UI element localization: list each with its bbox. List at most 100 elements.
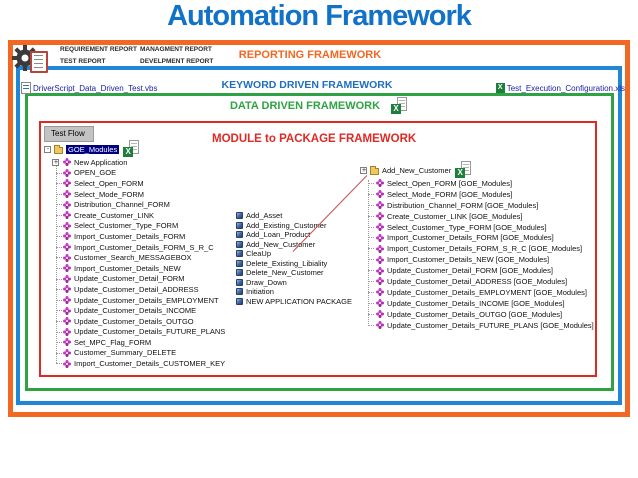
tree-item[interactable]: Create_Customer_LINK [GOE_Modules] xyxy=(360,211,596,222)
tree-item-label: Select_Open_FORM xyxy=(74,178,144,188)
tree-item[interactable]: Select_Open_FORM [GOE_Modules] xyxy=(360,178,596,189)
tree-item[interactable]: Select_Customer_Type_FORM [GOE_Modules] xyxy=(360,222,596,233)
action-icon xyxy=(62,190,71,199)
tree-item[interactable]: Update_Customer_Details_EMPLOYMENT xyxy=(44,295,276,306)
action-icon xyxy=(62,285,71,294)
tree-item[interactable]: Update_Customer_Details_OUTGO [GOE_Modul… xyxy=(360,309,596,320)
tree-item[interactable]: Customer_Search_MESSAGEBOX xyxy=(44,252,276,263)
module-icon xyxy=(236,212,243,220)
excel-file-icon xyxy=(495,83,505,93)
tree-item[interactable]: Select_Mode_FORM [GOE_Modules] xyxy=(360,189,596,200)
package-list-item[interactable]: Initiation xyxy=(236,287,352,297)
package-list-item[interactable]: Delete_New_Customer xyxy=(236,268,352,278)
expand-icon[interactable] xyxy=(52,158,59,166)
test-report-label: TEST REPORT xyxy=(60,58,106,65)
tree-item-label: Select_Customer_Type_FORM [GOE_Modules] xyxy=(387,222,547,232)
tree-item[interactable]: Update_Customer_Details_OUTGO xyxy=(44,316,276,327)
package-list-item[interactable]: Add_Asset xyxy=(236,211,352,221)
tree-item[interactable]: Update_Customer_Details_FUTURE_PLANS [GO… xyxy=(360,320,596,331)
action-icon xyxy=(62,232,71,241)
tree-item-label: Import_Customer_Details_FORM_S_R_C xyxy=(74,242,214,252)
action-icon xyxy=(62,243,71,252)
folder-icon xyxy=(370,165,379,175)
tree-item[interactable]: Update_Customer_Details_EMPLOYMENT [GOE_… xyxy=(360,287,596,298)
tree-item[interactable]: Update_Customer_Detail_FORM [GOE_Modules… xyxy=(360,265,596,276)
tree-item[interactable]: Set_MPC_Flag_FORM xyxy=(44,337,276,348)
test-config-file[interactable]: Test_Execution_Configuration.xls xyxy=(470,83,625,93)
tree-item[interactable]: Distribution_Channel_FORM xyxy=(44,199,276,210)
tree-item-label: Import_Customer_Details_FORM xyxy=(74,231,186,241)
action-icon xyxy=(62,211,71,220)
tree-root-add-new-customer[interactable]: Add_New_Customer xyxy=(360,160,596,178)
package-list-item[interactable]: Draw_Down xyxy=(236,278,352,288)
tree-item-new-application[interactable]: New Application xyxy=(44,157,276,168)
tree-item[interactable]: Import_Customer_Details_FORM xyxy=(44,231,276,242)
action-icon xyxy=(375,223,384,232)
tree-item[interactable]: Import_Customer_Details_CUSTOMER_KEY xyxy=(44,358,276,369)
driver-script-filename: DriverScript_Data_Driven_Test.vbs xyxy=(33,83,158,93)
tree-item[interactable]: Import_Customer_Details_FORM [GOE_Module… xyxy=(360,232,596,243)
tree-item[interactable]: Select_Mode_FORM xyxy=(44,189,276,200)
expand-icon[interactable] xyxy=(360,167,367,174)
test-flow-tree: GOE_Modules New Application OPEN_GOE Sel… xyxy=(44,139,276,369)
action-icon xyxy=(375,212,384,221)
tree-item[interactable]: Import_Customer_Details_NEW [GOE_Modules… xyxy=(360,254,596,265)
report-labels-column-1: REQUIREMENT REPORT TEST REPORT xyxy=(60,44,137,68)
module-icon xyxy=(236,269,243,277)
package-list-item[interactable]: CleaUp xyxy=(236,249,352,259)
tree-item[interactable]: Distribution_Channel_FORM [GOE_Modules] xyxy=(360,200,596,211)
tree-item[interactable]: Update_Customer_Detail_ADDRESS xyxy=(44,284,276,295)
tree-item-label: Update_Customer_Details_INCOME [GOE_Modu… xyxy=(387,298,565,308)
tree-item[interactable]: OPEN_GOE xyxy=(44,168,276,179)
reporting-framework-frame xyxy=(8,40,630,417)
package-list-item[interactable]: Add_Existing_Customer xyxy=(236,221,352,231)
tree-item-label: Update_Customer_Details_FUTURE_PLANS xyxy=(74,327,226,337)
tree-item[interactable]: Create_Customer_LINK xyxy=(44,210,276,221)
action-icon xyxy=(375,201,384,210)
action-icon xyxy=(62,179,71,188)
package-tree: Add_New_Customer Select_Open_FORM [GOE_M… xyxy=(360,160,596,331)
tree-item-label: Update_Customer_Detail_FORM [GOE_Modules… xyxy=(387,266,553,276)
action-icon xyxy=(62,168,71,177)
tree-item[interactable]: Update_Customer_Details_INCOME xyxy=(44,305,276,316)
tree-item[interactable]: Select_Customer_Type_FORM xyxy=(44,221,276,232)
action-icon xyxy=(62,296,71,305)
report-labels-column-2: MANAGMENT REPORT DEVELPMENT REPORT xyxy=(140,44,213,68)
tree-item-label: Distribution_Channel_FORM xyxy=(74,200,170,210)
tree-item[interactable]: Import_Customer_Details_FORM_S_R_C xyxy=(44,242,276,253)
action-icon xyxy=(62,359,71,368)
collapse-icon[interactable] xyxy=(44,146,51,153)
tree-item[interactable]: Customer_Summary_DELETE xyxy=(44,348,276,359)
driver-script-file[interactable]: DriverScript_Data_Driven_Test.vbs xyxy=(21,82,158,94)
notepad-icon xyxy=(30,51,48,73)
tree-item-label: Select_Open_FORM [GOE_Modules] xyxy=(387,178,513,188)
module-to-package-framework-frame xyxy=(39,121,597,377)
package-list-item[interactable]: Add_New_Customer xyxy=(236,240,352,250)
tree-root-goe-modules[interactable]: GOE_Modules xyxy=(44,139,276,157)
action-icon xyxy=(62,253,71,262)
package-list-item[interactable]: Delete_Existing_Libiality xyxy=(236,259,352,269)
tree-item-label: Select_Mode_FORM [GOE_Modules] xyxy=(387,189,513,199)
test-flow-tab[interactable]: Test Flow xyxy=(44,126,94,142)
tree-item[interactable]: Import_Customer_Details_FORM_S_R_C [GOE_… xyxy=(360,243,596,254)
management-report-label: MANAGMENT REPORT xyxy=(140,46,212,53)
package-list-item[interactable]: Add_Loan_Product xyxy=(236,230,352,240)
tree-item[interactable]: Update_Customer_Details_FUTURE_PLANS xyxy=(44,327,276,338)
keyword-driven-framework-label: KEYWORD DRIVEN FRAMEWORK xyxy=(221,79,393,91)
tree-item[interactable]: Import_Customer_Details_NEW xyxy=(44,263,276,274)
package-list-item-label: Draw_Down xyxy=(246,277,287,287)
action-icon xyxy=(62,264,71,273)
folder-icon xyxy=(54,144,63,154)
tree-item-label: Import_Customer_Details_NEW [GOE_Modules… xyxy=(387,255,550,265)
tree-item[interactable]: Update_Customer_Detail_FORM xyxy=(44,274,276,285)
tree-item[interactable]: Update_Customer_Detail_ADDRESS [GOE_Modu… xyxy=(360,276,596,287)
tree-item-label: Update_Customer_Detail_ADDRESS xyxy=(74,284,199,294)
tree-item[interactable]: Update_Customer_Details_INCOME [GOE_Modu… xyxy=(360,298,596,309)
action-icon xyxy=(62,158,71,167)
vbs-file-icon xyxy=(21,82,31,94)
tree-item-label: Create_Customer_LINK [GOE_Modules] xyxy=(387,211,523,221)
package-list-item[interactable]: NEW APPLICATION PACKAGE xyxy=(236,297,352,307)
package-list-item-label: Add_Loan_Product xyxy=(246,230,311,240)
tree-item[interactable]: Select_Open_FORM xyxy=(44,178,276,189)
